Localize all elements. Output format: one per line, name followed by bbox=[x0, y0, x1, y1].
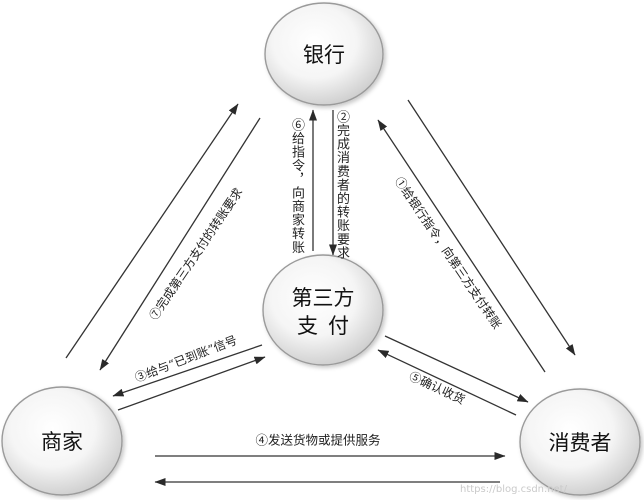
node-bank: 银行 bbox=[264, 2, 384, 106]
node-third-party-label-line1: 第三方 bbox=[292, 286, 355, 310]
label-step7: ⑦完成第三方支付的转账要求 bbox=[146, 185, 246, 323]
label-step1: ①给银行指令，向第三方支付转账 bbox=[392, 174, 505, 332]
arrow-bank-to-merchant bbox=[99, 117, 261, 371]
arrow-third-party-to-merchant bbox=[112, 344, 263, 397]
arrow-consumer-to-bank bbox=[377, 119, 546, 373]
node-third-party-circle bbox=[262, 254, 384, 366]
label-step6: ⑥给指令，向商家转账 bbox=[289, 118, 304, 254]
node-merchant: 商家 bbox=[1, 386, 123, 496]
node-merchant-label: 商家 bbox=[41, 430, 83, 454]
arrow-merchant-to-third-party bbox=[117, 356, 266, 411]
node-consumer: 消费者 bbox=[519, 388, 641, 496]
watermark: https://blog.csdn.net/ bbox=[460, 484, 568, 495]
arrow-merchant-to-bank bbox=[65, 103, 239, 359]
node-consumer-circle bbox=[519, 388, 641, 496]
arrow-consumer-to-third-party bbox=[377, 349, 517, 416]
node-consumer-label: 消费者 bbox=[549, 431, 612, 455]
arrows bbox=[65, 99, 576, 486]
node-third-party: 第三方 支付 bbox=[262, 254, 384, 366]
label-step3: ③给与“已到账”信号 bbox=[133, 333, 239, 385]
node-merchant-circle bbox=[1, 386, 123, 496]
node-bank-circle bbox=[264, 2, 384, 106]
label-step4: ④发送货物或提供服务 bbox=[255, 433, 380, 448]
arrow-third-party-to-consumer bbox=[384, 335, 529, 403]
node-third-party-label-line2: 支付 bbox=[297, 314, 359, 338]
label-step2: ②完成消费者的转账要求 bbox=[334, 110, 349, 260]
arrow-bank-to-consumer bbox=[407, 99, 576, 356]
node-bank-label: 银行 bbox=[303, 43, 345, 67]
